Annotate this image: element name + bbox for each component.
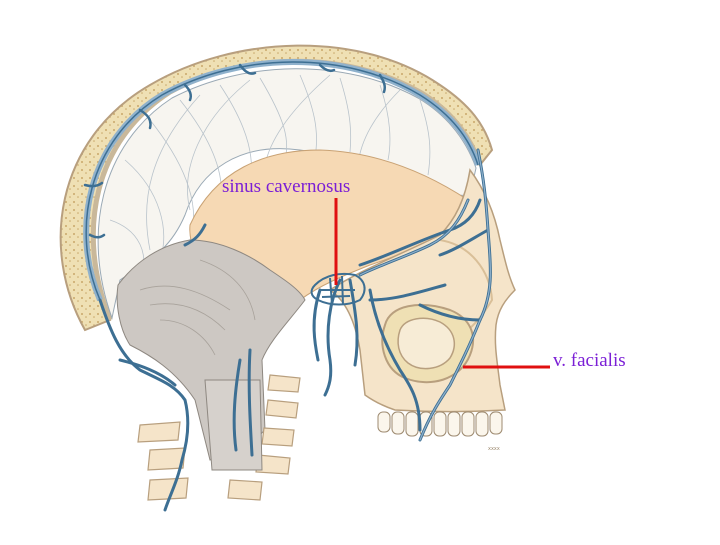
cavernous-sinus (310, 272, 366, 306)
label-sinus-cavernosus: sinus cavernosus (222, 176, 351, 197)
dura-falx (97, 68, 477, 320)
cervical-spine (137, 374, 301, 501)
teeth (377, 411, 503, 437)
artist-signature-icon: xxxx (488, 446, 500, 452)
label-v-facialis: v. facialis (553, 350, 626, 371)
